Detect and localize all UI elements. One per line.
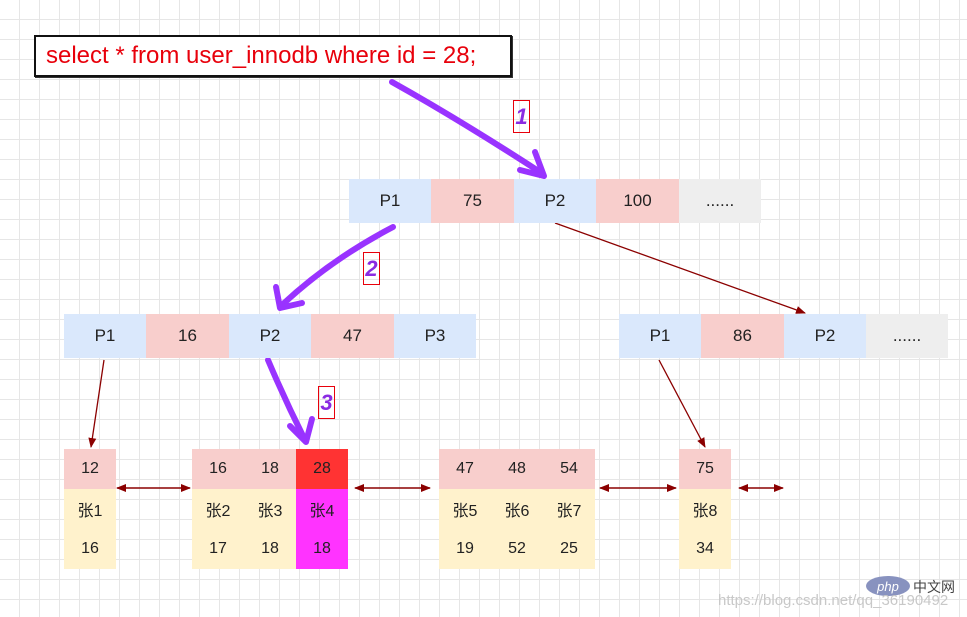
leaf1-name: 张1 [64, 489, 116, 529]
root-cell-key-75: 75 [431, 179, 514, 223]
leaf3-name-1: 张5 [439, 489, 491, 529]
leaf3-name-3: 张7 [543, 489, 595, 529]
leaf3-value-2: 52 [491, 529, 543, 569]
search-arrow-3 [265, 357, 315, 445]
leaf2-id-1: 16 [192, 449, 244, 489]
leaf2-name-3-highlight: 张4 [296, 489, 348, 529]
root-p2-pointer-arrow [554, 222, 806, 314]
l2-right-cell-key-86: 86 [701, 314, 784, 358]
leaf3-id-2: 48 [491, 449, 543, 489]
sql-query-text: select * from user_innodb where id = 28; [46, 42, 477, 69]
php-logo: php [866, 576, 910, 596]
step-label-1: 1 [513, 100, 530, 133]
right-p1-pointer-arrow [658, 359, 706, 448]
leaf3-id-3: 54 [543, 449, 595, 489]
leaf3-id-1: 47 [439, 449, 491, 489]
leaf2-value-2: 18 [244, 529, 296, 569]
leaf3-name-2: 张6 [491, 489, 543, 529]
l2-right-cell-p1: P1 [619, 314, 701, 358]
left-p1-pointer-arrow [88, 359, 105, 448]
l2-left-cell-p2: P2 [229, 314, 311, 358]
php-logo-text: 中文网 [913, 579, 955, 595]
sql-query-box: select * from user_innodb where id = 28; [34, 35, 512, 77]
l2-left-cell-p1: P1 [64, 314, 146, 358]
leaf2-name-2: 张3 [244, 489, 296, 529]
root-cell-p2: P2 [514, 179, 596, 223]
leaf4-name: 张8 [679, 489, 731, 529]
search-arrow-1 [389, 79, 547, 179]
step-label-3: 3 [318, 386, 335, 419]
l2-left-cell-key-47: 47 [311, 314, 394, 358]
leaf4-id: 75 [679, 449, 731, 489]
leaf1-id: 12 [64, 449, 116, 489]
leaf3-value-3: 25 [543, 529, 595, 569]
leaf2-value-1: 17 [192, 529, 244, 569]
leaf2-value-3-highlight: 18 [296, 529, 348, 569]
leaf1-value: 16 [64, 529, 116, 569]
search-arrow-2 [273, 224, 396, 311]
l2-right-cell-p2: P2 [784, 314, 866, 358]
leaf4-value: 34 [679, 529, 731, 569]
leaf2-name-1: 张2 [192, 489, 244, 529]
root-cell-p1: P1 [349, 179, 431, 223]
l2-left-cell-p3: P3 [394, 314, 476, 358]
root-cell-more: ...... [679, 179, 761, 223]
leaf2-id-3-highlight: 28 [296, 449, 348, 489]
leaf3-value-1: 19 [439, 529, 491, 569]
watermark-url: https://blog.csdn.net/qq_36190492 [718, 592, 949, 609]
l2-left-cell-key-16: 16 [146, 314, 229, 358]
root-cell-key-100: 100 [596, 179, 679, 223]
l2-right-cell-more: ...... [866, 314, 948, 358]
step-label-2: 2 [363, 252, 380, 285]
leaf2-id-2: 18 [244, 449, 296, 489]
